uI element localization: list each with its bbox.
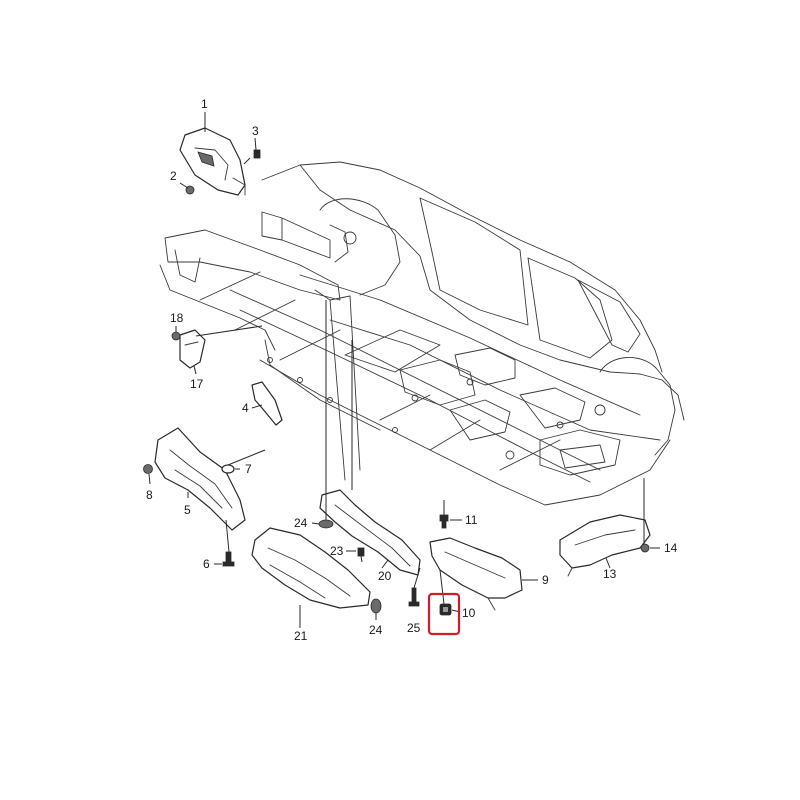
callout-20: 20 [378, 569, 392, 583]
part-9-heat-shield [429, 537, 523, 611]
fastener-11 [439, 514, 449, 529]
callout-25: 25 [407, 621, 421, 635]
callout-24-top: 24 [294, 516, 308, 530]
callout-3: 3 [252, 124, 259, 138]
part-13-heat-shield [559, 514, 651, 577]
part-21-heat-shield [251, 527, 371, 609]
fastener-18 [171, 331, 181, 341]
callout-2: 2 [170, 169, 177, 183]
highlight-box-part-10 [427, 592, 461, 636]
fastener-6 [222, 551, 235, 567]
callout-11: 11 [465, 513, 478, 527]
fastener-7 [221, 464, 235, 474]
callout-17: 17 [190, 377, 204, 391]
callout-21: 21 [294, 629, 308, 643]
fastener-10 [439, 603, 452, 616]
fasteners [143, 149, 650, 616]
callout-7: 7 [245, 462, 252, 476]
callout-4: 4 [242, 401, 249, 415]
callout-1: 1 [201, 97, 208, 111]
fastener-25 [408, 587, 420, 607]
part-5-heat-shield [154, 427, 246, 531]
fastener-24-bottom [370, 598, 382, 614]
callout-14: 14 [664, 541, 678, 555]
part-17-bracket [179, 329, 206, 369]
fastener-8 [143, 464, 153, 474]
callout-8: 8 [146, 488, 153, 502]
callout-18: 18 [170, 311, 184, 325]
fastener-24-top [318, 519, 334, 529]
fastener-14 [640, 543, 650, 553]
part-1-heat-shield-bracket [179, 127, 246, 196]
leader-lines [148, 112, 660, 628]
part-4-bracket [251, 381, 283, 426]
callout-24-bottom: 24 [369, 623, 383, 637]
callout-13: 13 [603, 567, 617, 581]
callout-5: 5 [184, 503, 191, 517]
callout-labels: 1 2 3 4 5 6 7 8 9 10 11 13 14 17 18 20 2… [146, 97, 678, 643]
callout-6: 6 [203, 557, 210, 571]
car-body-floorpan [159, 161, 685, 506]
fastener-23 [357, 547, 365, 563]
fastener-3 [243, 149, 261, 165]
callout-9: 9 [542, 573, 549, 587]
callout-23: 23 [330, 544, 344, 558]
callout-10: 10 [462, 606, 476, 620]
